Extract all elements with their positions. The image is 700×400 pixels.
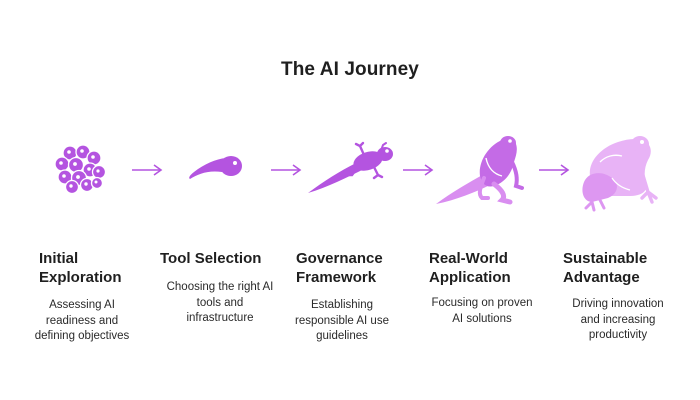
stage-desc-line: responsible AI use xyxy=(295,314,389,327)
frog-eggs-icon xyxy=(54,145,107,195)
stage-desc-line: and increasing xyxy=(580,313,656,326)
stage-real-world-application-description: Focusing on proven AI solutions xyxy=(412,296,552,327)
stage-desc-line: tools and xyxy=(196,296,244,309)
stage-governance-framework-description: Establishing responsible AI use guidelin… xyxy=(272,298,412,345)
stage-real-world-application-title: Real-World Application xyxy=(429,249,511,287)
arrow-right-icon xyxy=(271,164,302,176)
stage-desc-line: Driving innovation xyxy=(572,298,664,310)
stage-desc-line: infrastructure xyxy=(186,312,254,324)
stage-sustainable-advantage-description: Driving innovation and increasing produc… xyxy=(548,297,688,344)
stage-desc-line: guidelines xyxy=(316,330,368,342)
stage-desc-line: readiness and xyxy=(45,314,119,327)
stage-tool-selection-description: Choosing the right AI tools and infrastr… xyxy=(150,280,290,327)
arrow-right-icon xyxy=(132,164,163,176)
stage-title-line: Real-World xyxy=(429,250,508,267)
stage-tool-selection-title: Tool Selection xyxy=(160,249,261,268)
stage-desc-line: productivity xyxy=(588,329,648,341)
stage-title-line: Framework xyxy=(296,269,377,286)
stage-title-line: Sustainable xyxy=(563,250,648,267)
stage-desc-line: AI solutions xyxy=(452,312,512,325)
stage-desc-line: Assessing AI xyxy=(49,299,115,311)
stage-desc-line: Choosing the right AI xyxy=(166,281,274,293)
stage-title-line: Application xyxy=(429,269,511,286)
stage-title-line: Governance xyxy=(296,250,383,267)
froglet-icon xyxy=(308,141,393,193)
stage-initial-exploration-title: Initial Exploration xyxy=(39,249,122,287)
adult-frog-icon xyxy=(582,136,658,212)
stage-sustainable-advantage-title: Sustainable Advantage xyxy=(563,249,647,287)
stage-governance-framework-title: Governance Framework xyxy=(296,249,383,287)
arrow-right-icon xyxy=(539,164,570,176)
stage-desc-line: Establishing xyxy=(310,299,373,311)
arrow-right-icon xyxy=(403,164,434,176)
stage-title-line: Initial xyxy=(39,250,79,267)
diagram-title: The AI Journey xyxy=(281,59,419,80)
stage-title-line: Exploration xyxy=(39,269,122,286)
stage-title-line: Tool Selection xyxy=(160,250,262,267)
stage-initial-exploration-description: Assessing AI readiness and defining obje… xyxy=(12,298,152,345)
stage-desc-line: defining objectives xyxy=(34,330,130,342)
young-frog-icon xyxy=(436,136,524,205)
stage-desc-line: Focusing on proven xyxy=(431,297,533,309)
tadpole-icon xyxy=(189,156,242,179)
stage-title-line: Advantage xyxy=(563,269,640,286)
